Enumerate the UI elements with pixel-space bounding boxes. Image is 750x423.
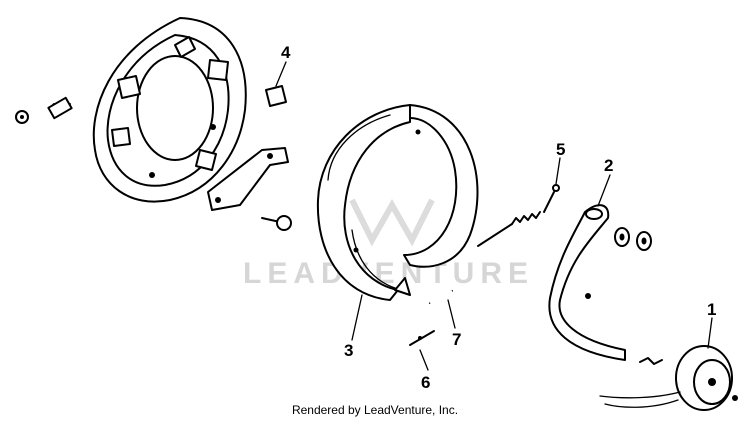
watermark: LEADVENTURE xyxy=(243,198,528,290)
bracket-part xyxy=(207,147,289,211)
callout-7: 7 xyxy=(452,330,461,349)
clip-part-4 xyxy=(265,85,287,107)
spring-part xyxy=(47,96,73,120)
brake-shoe-part-3 xyxy=(316,104,479,301)
leader-lines xyxy=(275,61,713,371)
pin-part-7 xyxy=(429,289,453,305)
washer-parts xyxy=(614,227,652,251)
lever-part-2 xyxy=(548,204,626,361)
spring-part-5 xyxy=(477,184,560,247)
callout-6: 6 xyxy=(421,373,430,392)
callout-3: 3 xyxy=(344,341,353,360)
credit-text: Rendered by LeadVenture, Inc. xyxy=(291,403,459,417)
magnet-part-1 xyxy=(599,345,738,411)
callout-2: 2 xyxy=(604,156,613,175)
nut-part xyxy=(15,110,29,124)
bolt-part xyxy=(261,215,292,231)
callout-1: 1 xyxy=(707,300,716,319)
callout-5: 5 xyxy=(556,140,565,159)
backing-plate xyxy=(92,17,247,203)
pin-part-6 xyxy=(409,330,435,346)
callout-4: 4 xyxy=(281,43,291,62)
